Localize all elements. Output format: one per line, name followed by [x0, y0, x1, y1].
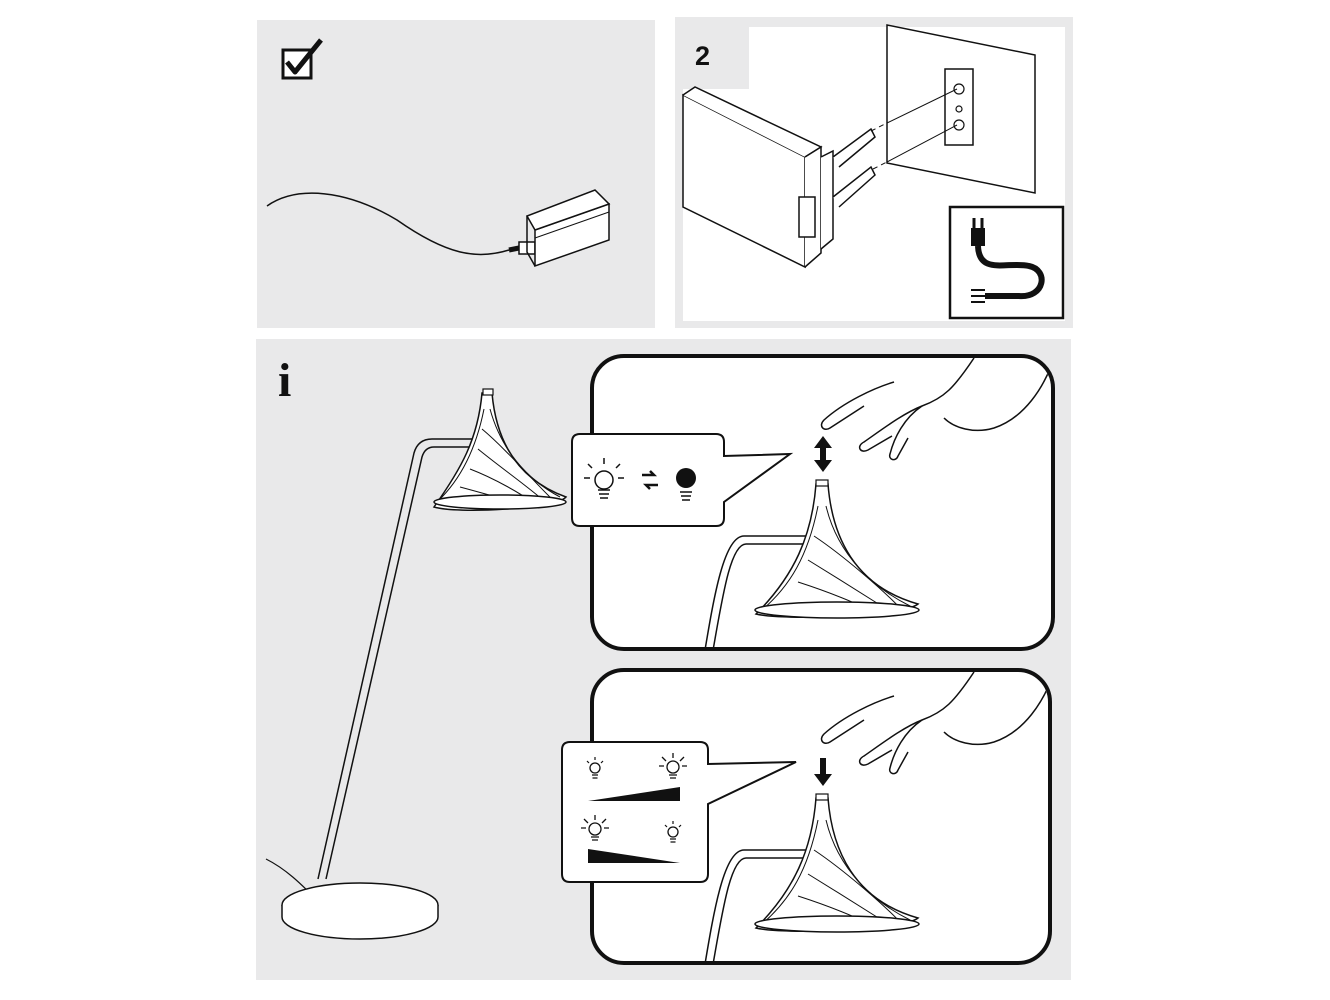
adapter-socket-illustration	[682, 24, 1036, 269]
hand-press-illustration	[820, 672, 1048, 775]
ramp-up-icon	[588, 787, 680, 801]
bulb-low-icon	[586, 757, 604, 779]
lamp-shade	[432, 388, 568, 511]
frame-tap-toggle	[590, 354, 1055, 651]
checkbox-check-icon	[281, 38, 323, 80]
bulb-low-icon	[664, 821, 682, 843]
bulb-high-icon	[581, 815, 609, 841]
swap-arrows-icon	[642, 470, 658, 490]
hand-tap-illustration	[820, 358, 1051, 461]
tap-double-arrow-icon	[814, 436, 832, 472]
panel-plug-in: 2	[675, 17, 1073, 328]
power-adapter-illustration	[266, 189, 611, 268]
step-number: 2	[695, 41, 711, 71]
desk-lamp-illustration	[265, 388, 568, 940]
power-cord-icon	[948, 205, 1065, 320]
info-marker: i	[278, 354, 292, 407]
bulb-high-icon	[659, 753, 687, 779]
bulb-off-icon	[676, 468, 696, 501]
lamp-shade-closeup	[704, 793, 920, 961]
bulb-on-icon	[584, 458, 624, 499]
press-down-arrow-icon	[814, 758, 832, 786]
lamp-shade-closeup	[704, 479, 920, 647]
step-number-tab	[683, 27, 749, 89]
panel-contents	[257, 20, 655, 328]
dimming-callout	[561, 741, 797, 883]
ramp-down-icon	[588, 849, 680, 863]
